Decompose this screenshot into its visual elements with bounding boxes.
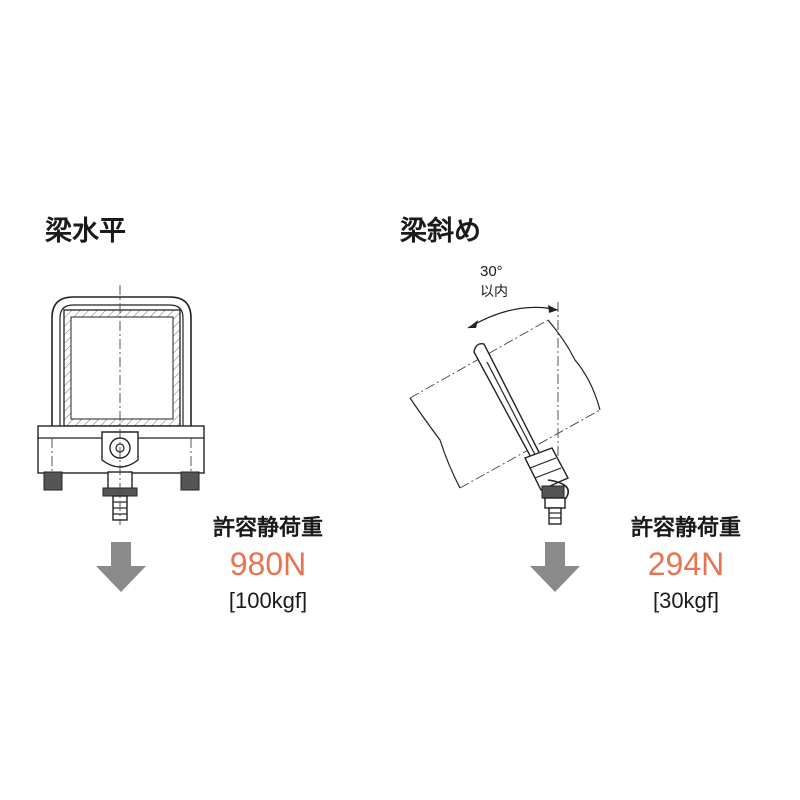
load-arrow-horizontal xyxy=(96,542,146,592)
load-arrow-inclined xyxy=(530,542,580,592)
load-label-horizontal: 許容静荷重 xyxy=(213,515,323,541)
load-kgf-horizontal: [100kgf] xyxy=(229,588,307,613)
horizontal-clamp-drawing xyxy=(37,285,205,525)
load-kgf-inclined: [30kgf] xyxy=(653,588,719,613)
inclined-threaded-rod xyxy=(548,507,562,525)
panel-horizontal-beam: 梁水平 xyxy=(37,216,323,613)
inclined-rod-nut xyxy=(544,497,566,509)
angle-note: 以内 xyxy=(480,284,508,300)
title-horizontal-beam: 梁水平 xyxy=(45,216,126,247)
title-inclined-beam: 梁斜め xyxy=(400,216,481,247)
angle-arc xyxy=(467,306,559,329)
load-value-inclined: 294N xyxy=(648,546,725,582)
left-nut xyxy=(43,471,63,491)
right-nut xyxy=(180,471,200,491)
load-value-horizontal: 980N xyxy=(230,546,307,582)
beam-break-right xyxy=(547,319,601,411)
u-bolt-inner xyxy=(59,304,184,432)
angle-indicator: 30° 以内 xyxy=(467,263,559,470)
u-bolt-outer xyxy=(51,296,192,432)
inclined-clamp-drawing xyxy=(473,342,570,525)
beam-section-inner xyxy=(70,316,174,420)
clamp-body xyxy=(524,447,569,491)
beam-break-left xyxy=(409,397,461,489)
panel-inclined-beam: 梁斜め 30° 以内 xyxy=(400,216,741,613)
angle-value: 30° xyxy=(480,263,503,280)
load-label-inclined: 許容静荷重 xyxy=(631,515,741,541)
